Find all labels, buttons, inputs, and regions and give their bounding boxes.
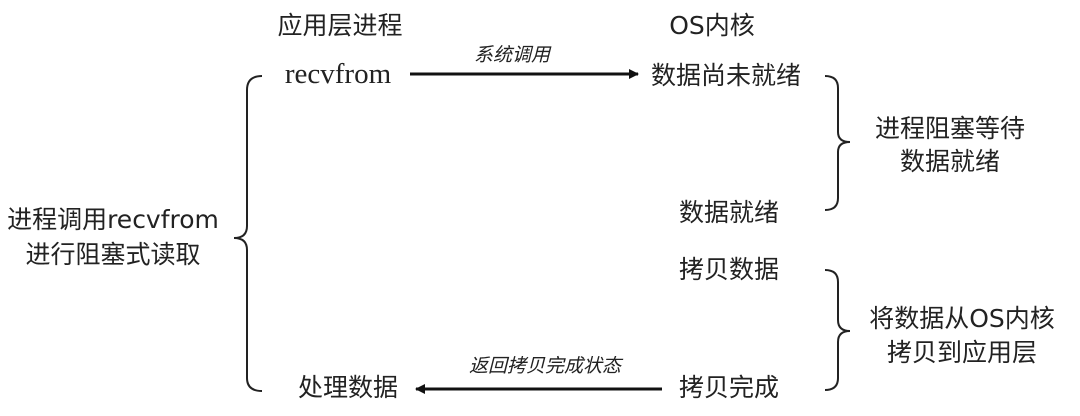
left-label-line1: 进程调用recvfrom: [7, 205, 219, 234]
return-status-label: 返回拷贝完成状态: [468, 355, 622, 377]
copy-phase-line2: 拷贝到应用层: [886, 338, 1038, 367]
syscall-label: 系统调用: [473, 44, 551, 66]
data-ready: 数据就绪: [678, 198, 780, 227]
left-brace: [233, 75, 263, 392]
left-label-line2: 进行阻塞式读取: [25, 240, 201, 269]
wait-phase-line2: 数据就绪: [899, 147, 1001, 176]
header-app-process: 应用层进程: [277, 11, 403, 40]
copy-done: 拷贝完成: [678, 373, 780, 402]
wait-phase-line1: 进程阻塞等待: [874, 114, 1026, 143]
copy-brace: [824, 269, 851, 391]
copy-data: 拷贝数据: [678, 255, 780, 284]
recvfrom-call: recvfrom: [284, 58, 392, 90]
process-data: 处理数据: [297, 373, 399, 402]
copy-phase-line1: 将数据从OS内核: [869, 304, 1055, 333]
data-not-ready: 数据尚未就绪: [650, 61, 802, 90]
header-os-kernel: OS内核: [669, 11, 755, 40]
wait-brace: [824, 75, 851, 211]
